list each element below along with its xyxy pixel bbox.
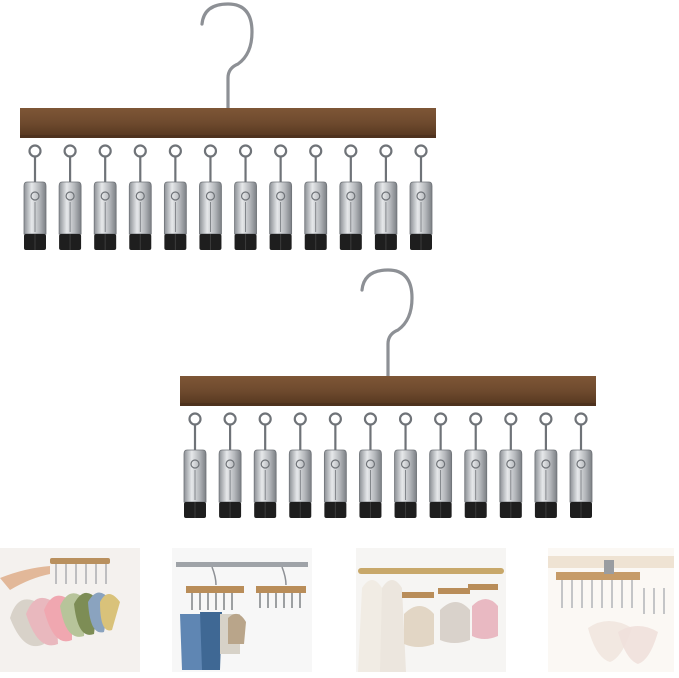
clip-rivet-icon <box>541 459 551 469</box>
clip <box>339 144 363 250</box>
ring-icon <box>274 144 288 158</box>
clip-rivet-icon <box>260 459 270 469</box>
clip <box>183 412 207 518</box>
hanger-1 <box>20 2 436 250</box>
clip <box>269 144 293 250</box>
ring-icon <box>574 412 588 426</box>
clip <box>128 144 152 250</box>
clip <box>359 412 382 518</box>
clip <box>199 144 222 250</box>
thumb-hanging-caps-in-hand[interactable] <box>0 548 140 672</box>
clip-rivet-icon <box>311 191 321 201</box>
clip <box>323 412 347 518</box>
caps-hanger-photo-icon <box>0 548 140 672</box>
hanger-2 <box>180 268 596 518</box>
clip <box>304 144 328 250</box>
wooden-bar <box>180 376 596 406</box>
ring-icon <box>504 412 518 426</box>
clip-rivet-icon <box>471 459 481 469</box>
ring-icon <box>203 144 218 158</box>
ring-icon <box>328 412 342 426</box>
ring-icon <box>363 412 378 426</box>
clip <box>464 412 488 518</box>
ring-icon <box>469 412 483 426</box>
clip <box>499 412 523 518</box>
closet-hats-photo-icon <box>356 548 506 672</box>
clip <box>23 144 47 250</box>
ring-icon <box>168 144 182 158</box>
clip-rivet-icon <box>400 459 411 469</box>
thumb-hanging-jeans-on-rail[interactable] <box>172 548 312 672</box>
clip-rivet-icon <box>506 459 516 469</box>
jeans-hanger-photo-icon <box>172 548 312 672</box>
clip <box>58 144 82 250</box>
clip-rivet-icon <box>190 459 200 469</box>
ring-icon <box>223 412 237 426</box>
wooden-bar-shadow <box>180 403 596 406</box>
clip <box>93 144 117 250</box>
wooden-bar-shadow <box>20 135 436 138</box>
clip-rivet-icon <box>436 459 446 469</box>
clip <box>394 412 417 518</box>
ring-icon <box>434 412 448 426</box>
clip <box>234 144 257 250</box>
clip <box>253 412 277 518</box>
clip <box>569 412 593 518</box>
ring-icon <box>258 412 272 426</box>
clip <box>409 144 433 250</box>
hook-icon <box>200 2 254 110</box>
shelf-clips-photo-icon <box>548 548 674 672</box>
clip-rivet-icon <box>135 191 145 201</box>
clip-rivet-icon <box>365 459 376 469</box>
clip-rivet-icon <box>170 191 180 201</box>
ring-icon <box>344 144 358 158</box>
wooden-bar <box>20 108 436 138</box>
ring-icon <box>133 144 147 158</box>
clip-rivet-icon <box>576 459 586 469</box>
clip-rivet-icon <box>416 191 426 201</box>
ring-icon <box>98 144 112 158</box>
clip <box>534 412 558 518</box>
clip <box>429 412 453 518</box>
clip-rivet-icon <box>346 191 356 201</box>
ring-icon <box>309 144 323 158</box>
thumb-closet-rod-caps[interactable] <box>356 548 506 672</box>
thumb-under-shelf-clips[interactable] <box>548 548 674 672</box>
ring-icon <box>188 412 202 426</box>
clip <box>374 144 398 250</box>
clip <box>288 412 312 518</box>
ring-icon <box>539 412 553 426</box>
clip <box>218 412 242 518</box>
hook-icon <box>360 268 414 378</box>
ring-icon <box>28 144 42 158</box>
clip-rivet-icon <box>30 191 40 201</box>
hanger-product-illustration <box>20 2 596 518</box>
clip <box>163 144 187 250</box>
clip-rivet-icon <box>225 459 235 469</box>
ring-icon <box>398 412 413 426</box>
clip-rivet-icon <box>205 191 216 201</box>
ring-icon <box>238 144 253 158</box>
clip-rivet-icon <box>330 459 340 469</box>
ring-icon <box>379 144 393 158</box>
clip-rivet-icon <box>65 191 75 201</box>
clip-rivet-icon <box>100 191 110 201</box>
ring-icon <box>63 144 77 158</box>
clip-rivet-icon <box>276 191 286 201</box>
clip-rivet-icon <box>240 191 251 201</box>
clip-rivet-icon <box>295 459 305 469</box>
clip-rivet-icon <box>381 191 391 201</box>
ring-icon <box>293 412 307 426</box>
ring-icon <box>414 144 428 158</box>
